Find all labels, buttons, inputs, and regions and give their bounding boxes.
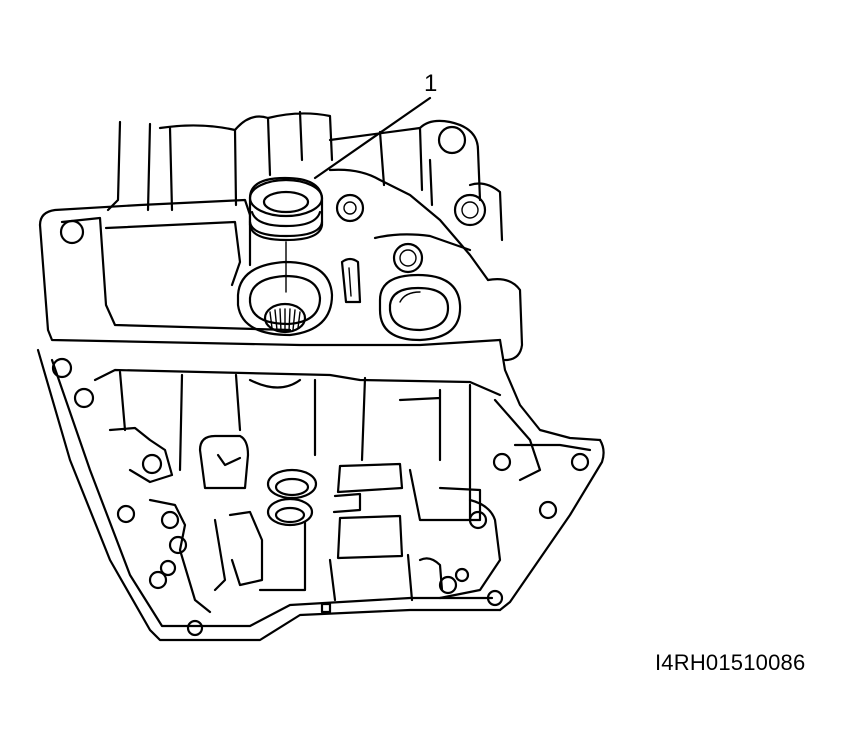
oil-seal-part-1: [248, 176, 324, 242]
upper-housing: [106, 110, 504, 242]
lower-case: [36, 348, 592, 642]
small-seals: [266, 468, 318, 527]
right-boss: [486, 278, 605, 612]
callout-leader-line: [313, 96, 432, 180]
main-bore: [378, 273, 462, 342]
callout-label-1: 1: [424, 70, 438, 97]
seal-bore: [236, 257, 362, 337]
spline-shaft: [269, 308, 301, 332]
figure-code: I4RH01510086: [655, 650, 806, 675]
valve-passages: [108, 426, 502, 614]
top-flange: [38, 168, 502, 347]
